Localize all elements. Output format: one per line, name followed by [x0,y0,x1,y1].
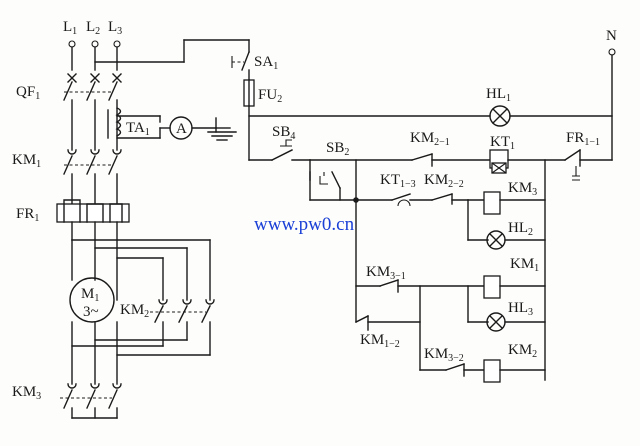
label-km1-coil: KM1 [510,256,539,274]
sb2-start-button [309,171,341,189]
label-m1-phase: 3~ [83,304,99,320]
ta1-current-transformer [107,107,237,141]
hl2-lamp-icon [486,230,506,250]
sb4-stop-button [271,139,293,161]
label-km2-main: KM2 [120,302,149,320]
km2-main-contacts [150,299,215,323]
label-m1: M1 [81,286,99,304]
m1-motor [69,277,115,323]
label-km3-2: KM3−2 [424,346,464,364]
label-n: N [606,28,617,44]
km2-coil [483,359,501,383]
label-l3: L3 [108,19,122,37]
label-km2-1: KM2−1 [410,130,450,148]
supply-terminals [68,40,121,48]
sa1-selector-switch [231,51,250,71]
label-fr1-main: FR1 [16,206,39,224]
watermark-text: www.pw0.cn [254,214,355,235]
label-hl1: HL1 [486,86,511,104]
label-km3-main: KM3 [12,384,41,402]
label-sb2: SB2 [326,140,349,158]
label-km1-main: KM1 [12,152,41,170]
km3-main-contacts [60,383,122,409]
label-kt1-3: KT1−3 [380,172,416,190]
km2-2-contact [431,193,453,205]
labels: L1 L2 L3 N QF1 TA1 A KM1 FR1 M1 3~ KM2 K… [12,19,617,402]
label-hl2: HL2 [508,220,533,238]
qf1-breaker [63,73,122,101]
km1-main-contacts [63,149,122,175]
label-l2: L2 [86,19,100,37]
label-sa1: SA1 [254,54,278,72]
label-sb4: SB4 [272,124,295,142]
label-qf1: QF1 [16,84,40,102]
label-ta1: TA1 [126,120,150,138]
km1-coil [483,275,501,299]
fr1-1-contact [564,149,581,181]
km2-1-contact [411,153,433,167]
hl3-lamp-icon [486,312,506,332]
label-hl3: HL3 [508,300,533,318]
fr1-thermal-relay [56,199,130,223]
label-km2-coil: KM2 [508,342,537,360]
label-km1-2: KM1−2 [360,332,400,350]
label-l1: L1 [63,19,77,37]
km3-2-contact [445,363,465,377]
label-fu2: FU2 [258,87,282,105]
kt1-timer-coil [489,149,509,174]
neutral-terminal [608,48,616,56]
hl1-lamp-icon [489,105,511,127]
kt1-3-contact [391,193,411,207]
label-kt1: KT1 [490,134,515,152]
label-km3-coil: KM3 [508,180,537,198]
km1-2-contact [355,315,369,331]
label-km2-2: KM2−2 [424,172,464,190]
km3-coil [483,191,501,215]
label-ammeter: A [176,121,187,137]
label-fr1-1: FR1−1 [566,130,600,148]
label-km3-1: KM3−1 [366,264,406,282]
